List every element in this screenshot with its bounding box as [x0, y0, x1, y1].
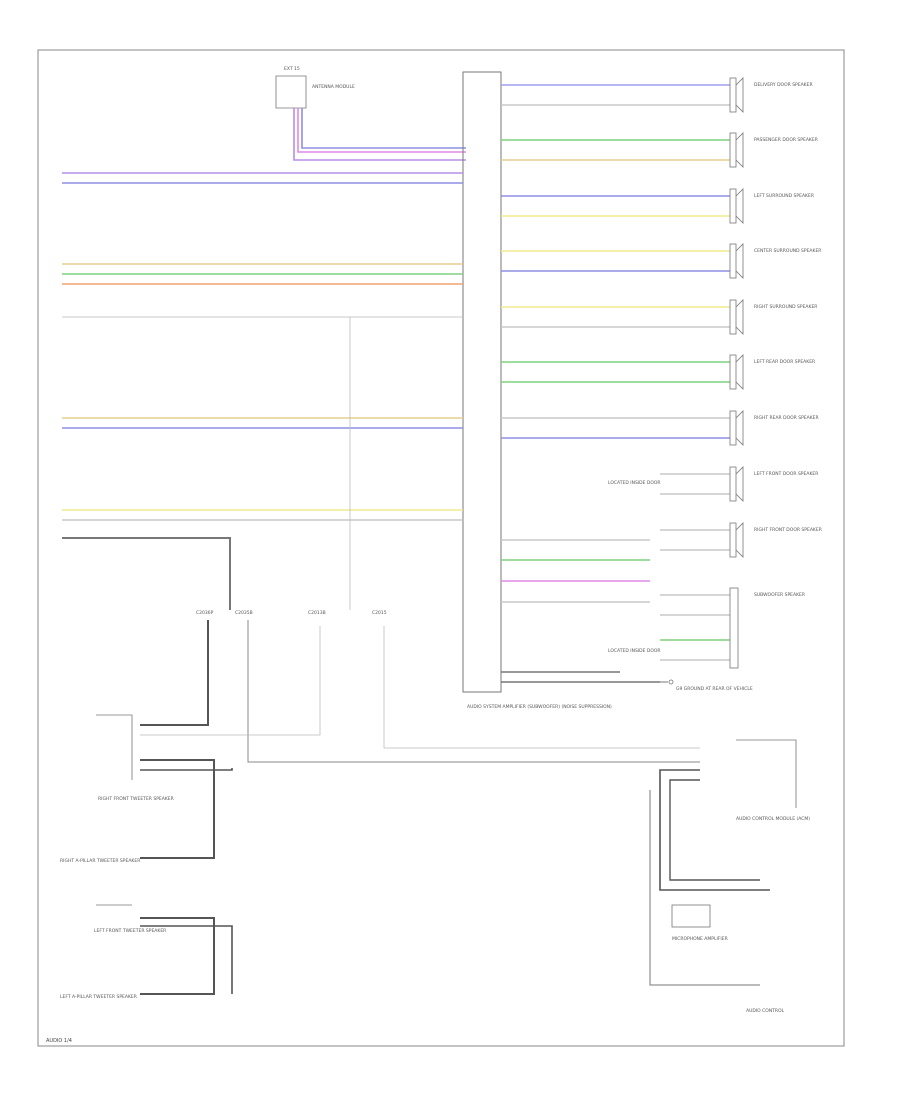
- splice-2-label: C2035B: [235, 610, 253, 616]
- speaker-7-label: RIGHT REAR DOOR SPEAKER: [754, 415, 819, 421]
- speaker-group: DELIVERY DOOR SPEAKER PASSENGER DOOR SPE…: [608, 77, 822, 669]
- subwoofer-label: SUBWOOFER SPEAKER: [754, 592, 805, 598]
- splice-connectors: C2036P C2035B C2013B C2015: [140, 610, 700, 763]
- speaker-2-label: PASSENGER DOOR SPEAKER: [754, 137, 818, 143]
- page-footer: AUDIO 1/4: [46, 1038, 72, 1044]
- speaker-1-label: DELIVERY DOOR SPEAKER: [754, 82, 813, 88]
- top-connector-label: EXT 15: [284, 66, 300, 72]
- speaker-1-icon: DELIVERY DOOR SPEAKER: [729, 77, 813, 113]
- speaker-5-icon: RIGHT SURROUND SPEAKER: [729, 299, 817, 335]
- speaker-2-icon: PASSENGER DOOR SPEAKER: [729, 132, 818, 168]
- speaker-5-label: RIGHT SURROUND SPEAKER: [754, 304, 817, 310]
- bottom-right-2-label: MICROPHONE AMPLIFIER: [672, 936, 728, 942]
- bottom-left-4-label: LEFT A-PILLAR TWEETER SPEAKER: [60, 994, 137, 1000]
- bottom-right-components: AUDIO CONTROL MODULE (ACM) MICROPHONE AM…: [649, 739, 810, 1014]
- amplifier-module: AUDIO SYSTEM AMPLIFIER (SUBWOOFER) (NOIS…: [462, 71, 612, 710]
- subwoofer-icon: SUBWOOFER SPEAKER LOCATED INSIDE DOOR: [608, 587, 805, 669]
- speaker-8-label: LEFT FRONT DOOR SPEAKER: [754, 471, 818, 477]
- left-door-note: LOCATED INSIDE DOOR: [608, 480, 661, 486]
- speaker-9-label: RIGHT FRONT DOOR SPEAKER: [754, 527, 822, 533]
- speaker-8-icon: LEFT FRONT DOOR SPEAKER LOCATED INSIDE D…: [608, 466, 818, 502]
- speaker-4-label: CENTER SURROUND SPEAKER: [754, 248, 821, 254]
- speaker-wires: [501, 84, 730, 683]
- left-input-wires: [62, 172, 463, 610]
- splice-4-label: C2015: [372, 610, 387, 616]
- bottom-right-1-label: AUDIO CONTROL MODULE (ACM): [736, 816, 810, 822]
- bottom-left-components: RIGHT FRONT TWEETER SPEAKER RIGHT A-PILL…: [60, 714, 233, 1000]
- speaker-6-label: LEFT REAR DOOR SPEAKER: [754, 359, 815, 365]
- speaker-9-icon: RIGHT FRONT DOOR SPEAKER: [729, 522, 822, 558]
- bottom-left-2-label: RIGHT A-PILLAR TWEETER SPEAKER: [60, 858, 140, 864]
- speaker-3-icon: LEFT SURROUND SPEAKER: [729, 188, 814, 224]
- subwoofer-note: LOCATED INSIDE DOOR: [608, 648, 661, 654]
- speaker-7-icon: RIGHT REAR DOOR SPEAKER: [729, 410, 819, 446]
- diagram-border: [37, 49, 845, 1047]
- antenna-module-label: ANTENNA MODULE: [312, 84, 355, 90]
- splice-1-label: C2036P: [196, 610, 214, 616]
- splice-3-label: C2013B: [308, 610, 326, 616]
- speaker-4-icon: CENTER SURROUND SPEAKER: [729, 243, 821, 279]
- speaker-6-icon: LEFT REAR DOOR SPEAKER: [729, 354, 815, 390]
- ground-symbol: G9 GROUND AT REAR OF VEHICLE: [660, 679, 753, 692]
- speaker-3-label: LEFT SURROUND SPEAKER: [754, 193, 814, 199]
- bottom-left-3-label: LEFT FRONT TWEETER SPEAKER: [94, 928, 166, 934]
- top-connector: EXT 15 ANTENNA MODULE: [275, 66, 466, 161]
- ground-label: G9 GROUND AT REAR OF VEHICLE: [676, 686, 753, 692]
- bottom-left-1-label: RIGHT FRONT TWEETER SPEAKER: [98, 796, 174, 802]
- amplifier-label: AUDIO SYSTEM AMPLIFIER (SUBWOOFER) (NOIS…: [467, 704, 612, 710]
- bottom-right-3-label: AUDIO CONTROL: [746, 1008, 785, 1014]
